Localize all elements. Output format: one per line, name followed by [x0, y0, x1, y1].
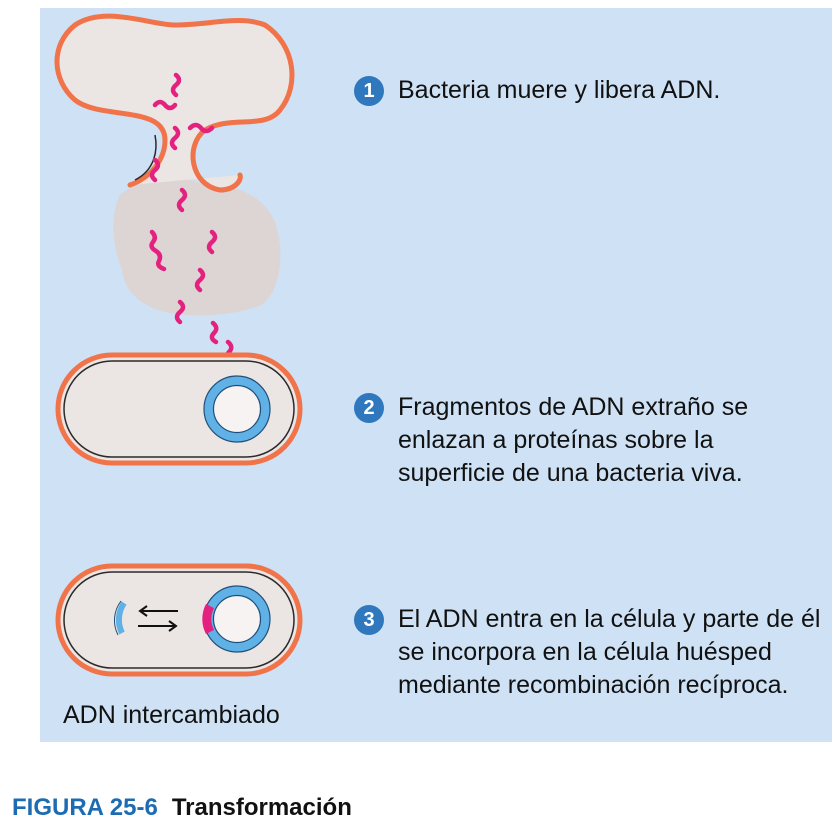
bacterial-chromosome	[204, 376, 270, 442]
step-1: 1 Bacteria muere y libera ADN.	[354, 74, 824, 107]
step-3: 3 El ADN entra en la célula y parte de é…	[354, 603, 824, 702]
recombinant-bacterium	[55, 563, 303, 677]
dna-fragment	[169, 125, 181, 151]
dna-fragment	[206, 229, 218, 255]
released-cytoplasm	[113, 177, 281, 316]
figure-caption: FIGURA 25-6 Transformación	[12, 794, 352, 822]
dna-fragment	[176, 187, 188, 213]
step-2: 2 Fragmentos de ADN extraño se enlazan a…	[354, 391, 824, 490]
live-bacterium	[55, 352, 303, 466]
bacterial-chromosome	[204, 586, 270, 652]
dna-fragment	[194, 267, 206, 293]
step-number-badge: 1	[354, 76, 384, 106]
dna-fragment	[149, 229, 167, 272]
integrated-dna-segment	[202, 603, 215, 635]
step-text: Bacteria muere y libera ADN.	[398, 76, 721, 104]
step-text: Fragmentos de ADN extraño se enlazan a p…	[398, 393, 749, 487]
dna-fragment	[187, 122, 215, 134]
dna-fragment	[149, 157, 161, 183]
figure-title: Transformación	[171, 794, 352, 821]
dna-fragment	[174, 299, 186, 325]
exchanged-dna-label: ADN intercambiado	[63, 701, 280, 729]
dna-fragment	[152, 99, 178, 111]
step-number-badge: 3	[354, 605, 384, 635]
dead-bacterium	[54, 13, 295, 316]
figure-number: FIGURA 25-6	[12, 794, 158, 821]
dna-fragment	[209, 320, 219, 345]
dna-fragment	[170, 72, 182, 98]
released-dna-fragments	[149, 72, 246, 364]
step-text: El ADN entra en la célula y parte de él …	[398, 605, 821, 699]
step-number-badge: 2	[354, 393, 384, 423]
exchange-arrows-icon	[138, 605, 178, 632]
excised-dna-fragment	[115, 601, 127, 635]
